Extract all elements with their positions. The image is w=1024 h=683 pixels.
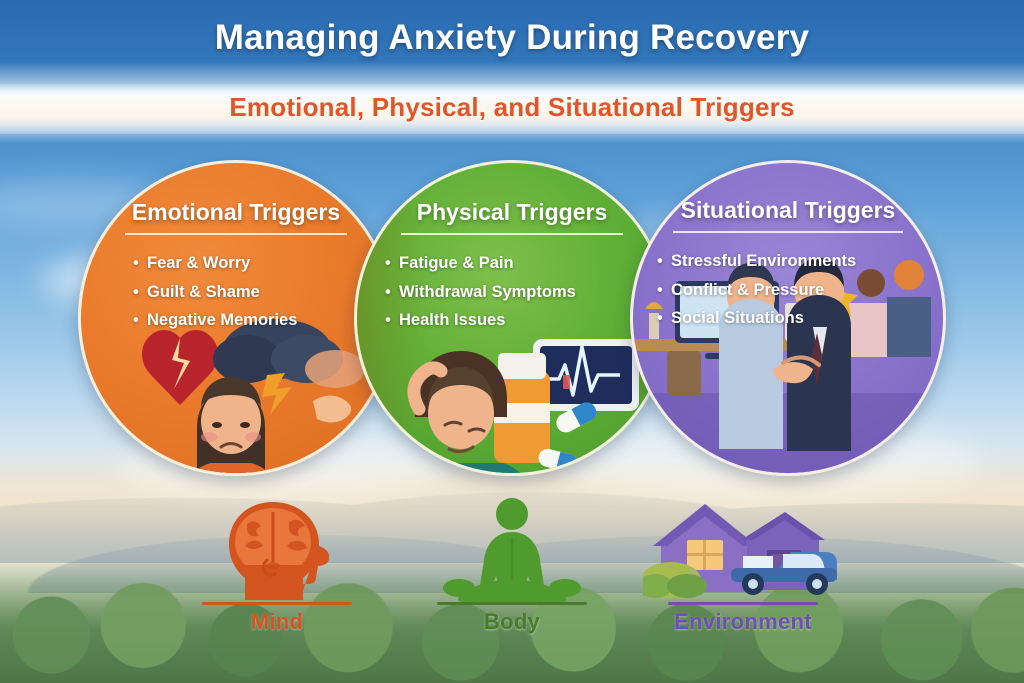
- page-subtitle: Emotional, Physical, and Situational Tri…: [229, 92, 795, 122]
- house-car-icon: [643, 504, 837, 598]
- list-item: Fatigue & Pain: [385, 255, 576, 272]
- legend-label-environment: Environment: [674, 609, 812, 634]
- mind-rule: [202, 602, 352, 605]
- emotional-bullet-list: Fear & Worry Guilt & Shame Negative Memo…: [133, 255, 297, 341]
- legend-body[interactable]: Body: [407, 492, 617, 635]
- sad-person-broken-heart-storm-cloud-icon: [142, 319, 365, 473]
- tired-man-pill-bottle-ecg-icon: [405, 339, 639, 473]
- emotional-heading: Emotional Triggers: [131, 199, 341, 225]
- head-brain-icon: [229, 502, 329, 600]
- body-rule: [437, 602, 587, 605]
- list-item: Fear & Worry: [133, 255, 297, 272]
- subtitle-band: [0, 84, 1024, 134]
- emotional-circle-inner: [81, 163, 391, 473]
- environment-icon-wrap: [638, 492, 848, 602]
- meditating-person-icon: [443, 498, 581, 602]
- venn-circle-physical[interactable]: Physical Triggers Fatigue & Pain Withdra…: [354, 160, 670, 476]
- list-item: Conflict & Pressure: [657, 281, 856, 299]
- list-item: Stressful Environments: [657, 253, 856, 270]
- list-item: Guilt & Shame: [133, 283, 297, 301]
- situational-bullet-list: Stressful Environments Conflict & Pressu…: [657, 253, 856, 339]
- venn-circle-emotional[interactable]: Emotional Triggers Fear & Worry Guilt & …: [78, 160, 394, 476]
- list-item: Withdrawal Symptoms: [385, 283, 576, 301]
- situational-heading-rule: [673, 231, 903, 233]
- legend-label-mind: Mind: [250, 609, 304, 634]
- physical-heading: Physical Triggers: [416, 199, 608, 225]
- legend-label-body: Body: [483, 609, 541, 634]
- physical-circle-inner: [357, 163, 667, 473]
- page-title: Managing Anxiety During Recovery: [214, 18, 810, 57]
- emotional-heading-rule: [125, 233, 347, 235]
- situational-heading: Situational Triggers: [680, 197, 896, 223]
- legend-environment[interactable]: Environment: [638, 492, 848, 635]
- physical-bullet-list: Fatigue & Pain Withdrawal Symptoms Healt…: [385, 255, 576, 341]
- list-item: Negative Memories: [133, 312, 297, 329]
- environment-rule: [668, 602, 818, 605]
- physical-heading-rule: [401, 233, 623, 235]
- mind-icon-wrap: [172, 492, 382, 602]
- list-item: Health Issues: [385, 312, 576, 329]
- legend-mind[interactable]: Mind: [172, 492, 382, 635]
- list-item: Social Situations: [657, 310, 856, 327]
- venn-circle-situational[interactable]: Situational Triggers Stressful Environme…: [630, 160, 946, 476]
- body-icon-wrap: [407, 492, 617, 602]
